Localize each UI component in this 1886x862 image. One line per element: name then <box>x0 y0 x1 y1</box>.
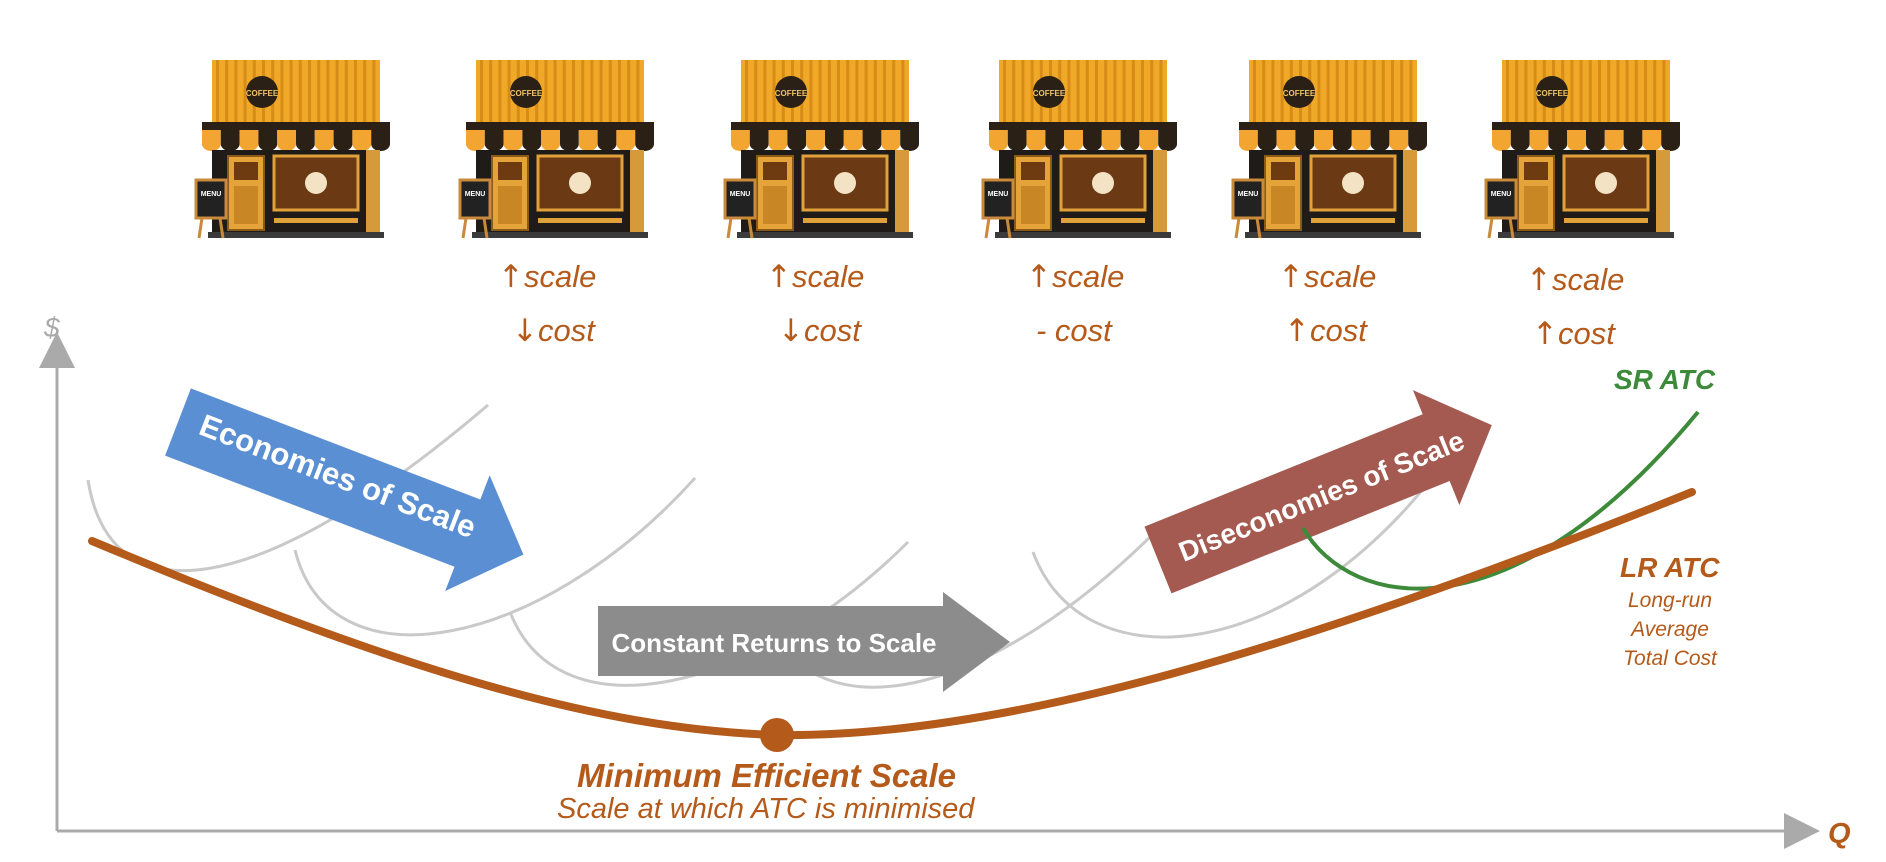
sr-atc-curve-2 <box>293 476 697 637</box>
mes-subtitle: Scale at which ATC is minimised <box>557 793 975 825</box>
shop-3-scale-label: ↑scale <box>766 259 865 295</box>
mes-point <box>760 718 794 752</box>
diseconomies-arrow-label: Diseconomies of Scale <box>1174 425 1468 568</box>
shop-5-cost-label: ↑cost <box>1284 313 1367 349</box>
coffee-shop-2: COFFEE MENU <box>458 60 654 239</box>
shop-6-scale-label: ↑scale <box>1526 262 1625 298</box>
lr-atc-desc-line-3: Total Cost <box>1623 647 1717 670</box>
shop-6-cost-label: ↑cost <box>1532 316 1615 352</box>
x-axis-label: Q <box>1828 818 1851 850</box>
constant-arrow-label: Constant Returns to Scale <box>611 628 936 658</box>
diseconomies-arrow <box>1144 390 1492 594</box>
menu-board-text: MENU <box>1238 191 1259 198</box>
shop-sign-text: COFFEE <box>1283 89 1316 98</box>
shop-sign-text: COFFEE <box>1536 89 1569 98</box>
lr-atc-label: LR ATC <box>1620 552 1720 583</box>
mes-title: Minimum Efficient Scale <box>577 757 956 794</box>
shop-4-scale-label: ↑scale <box>1026 259 1125 295</box>
sr-atc-label: SR ATC <box>1614 364 1716 395</box>
menu-board-text: MENU <box>465 191 486 198</box>
lr-atc-description: Long-run Average Total Cost <box>1570 586 1770 673</box>
sr-atc-curve-5 <box>1031 477 1434 639</box>
shop-sign-text: COFFEE <box>246 89 279 98</box>
coffee-shop-1: COFFEE MENU <box>194 60 390 239</box>
shop-3-cost-label: ↓cost <box>778 313 861 349</box>
shop-sign-text: COFFEE <box>1033 89 1066 98</box>
sr-atc-curve-3 <box>508 540 910 687</box>
coffee-shop-5: COFFEE MENU <box>1231 60 1427 239</box>
menu-board-text: MENU <box>730 191 751 198</box>
lr-atc-desc-line-2: Average <box>1631 618 1709 641</box>
shop-5-scale-label: ↑scale <box>1278 259 1377 295</box>
menu-board-text: MENU <box>988 191 1009 198</box>
menu-board-text: MENU <box>1491 191 1512 198</box>
coffee-shop-6: COFFEE MENU <box>1484 60 1680 239</box>
shop-2-cost-label: ↓cost <box>512 313 595 349</box>
lr-atc-desc-line-1: Long-run <box>1627 589 1713 612</box>
shop-4-cost-label: - cost <box>1036 313 1112 348</box>
coffee-shops-row: COFFEE MENU COFFEE MENU COFFEE MENU COFFEE MENU… <box>194 60 1680 239</box>
shop-2-scale-label: ↑scale <box>498 259 597 295</box>
lr-atc-curve <box>88 488 1696 740</box>
coffee-shop-3: COFFEE MENU <box>723 60 919 239</box>
constant-returns-arrow <box>598 592 1010 692</box>
shop-sign-text: COFFEE <box>775 89 808 98</box>
menu-board-text: MENU <box>201 191 222 198</box>
y-axis-label: $ <box>44 312 60 343</box>
shop-sign-text: COFFEE <box>510 89 543 98</box>
coffee-shop-4: COFFEE MENU <box>981 60 1177 239</box>
economies-arrow <box>165 388 524 591</box>
